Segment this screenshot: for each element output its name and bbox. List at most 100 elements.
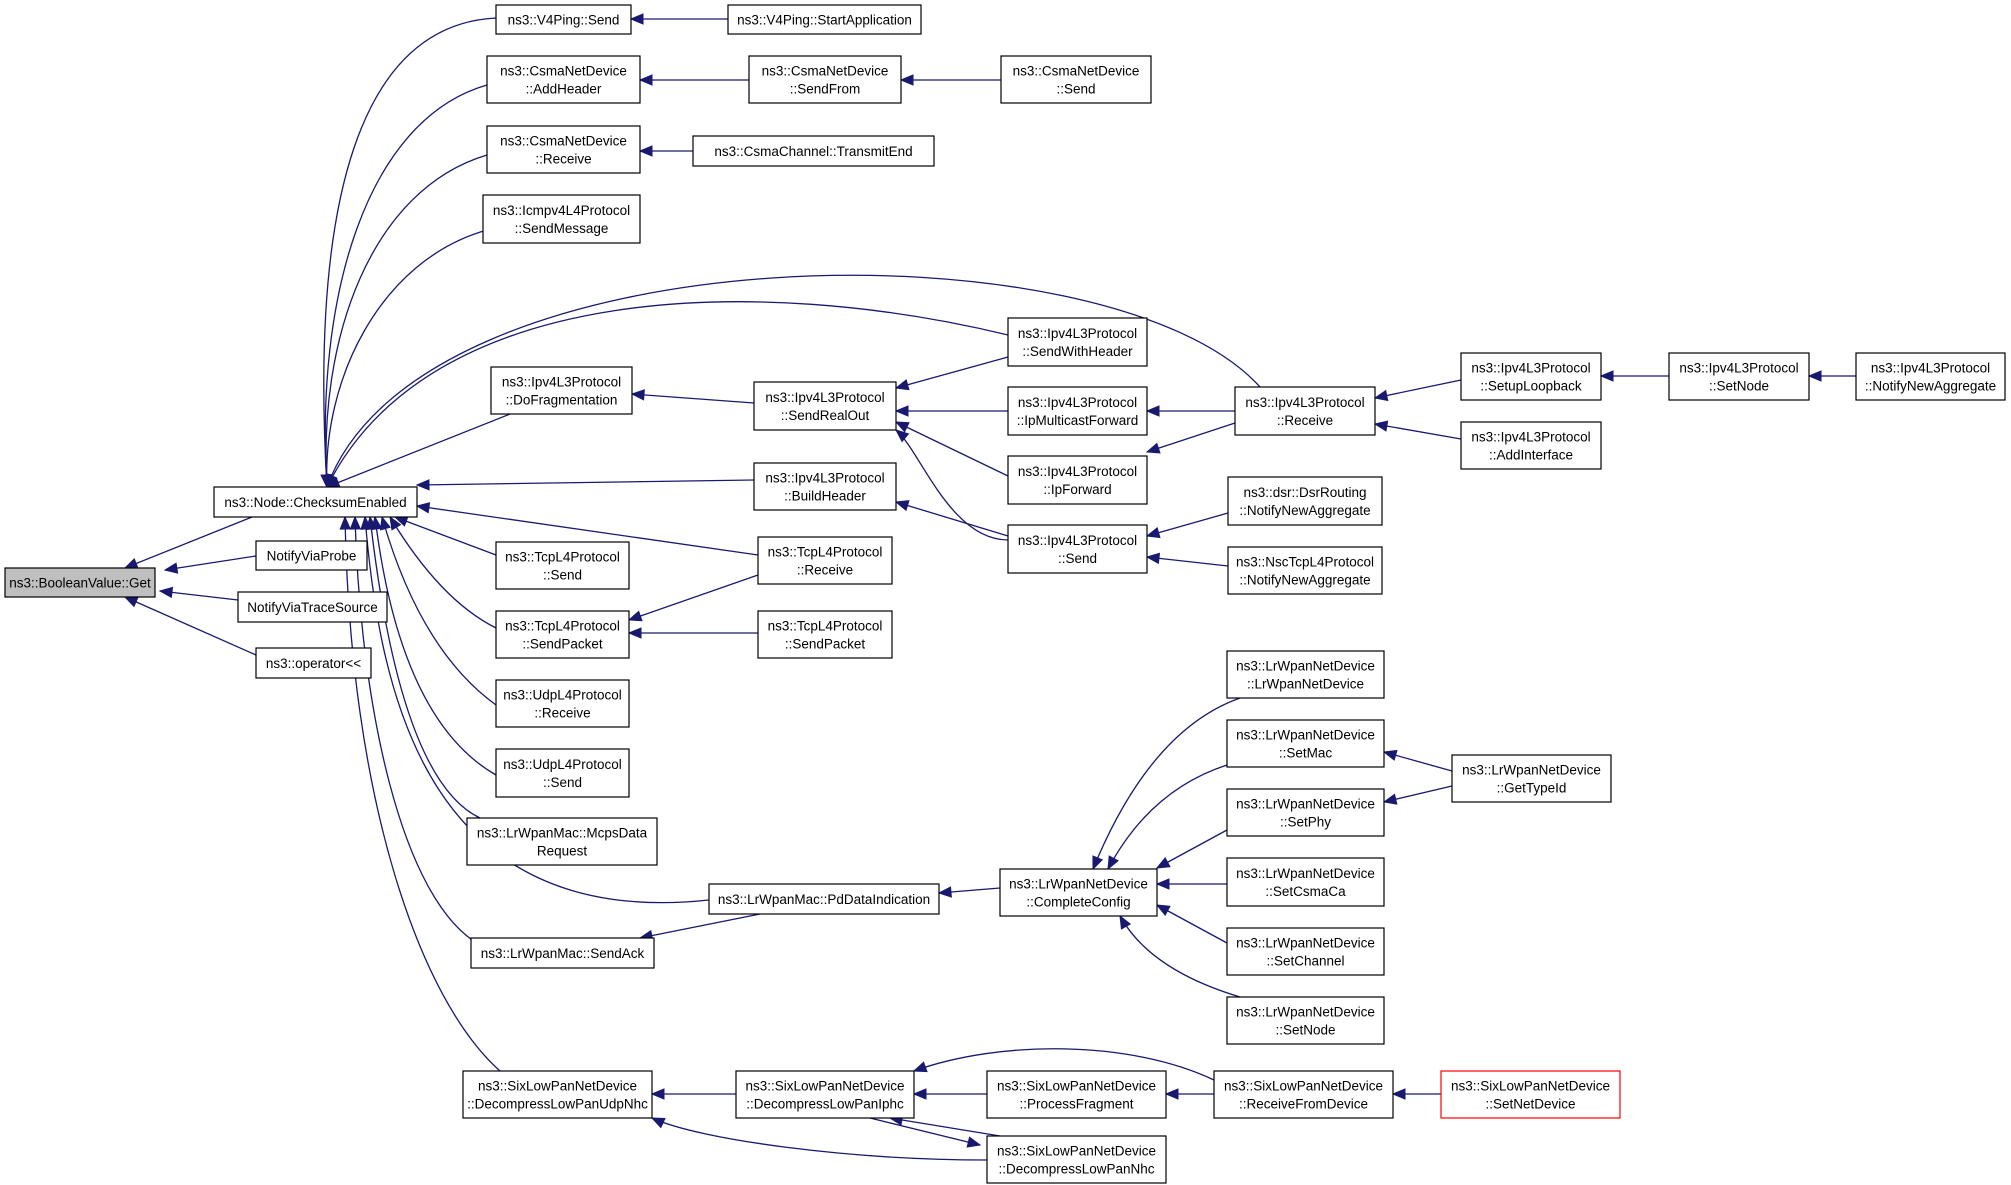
edge-ipv4_buildheader-to-checksum [415,479,755,491]
node-ipv4-ipforward[interactable]: ns3::Ipv4L3Protocol::IpForward [1007,455,1148,505]
node-label: ::ReceiveFromDevice [1239,1097,1368,1112]
node-ipv4-setnode[interactable]: ns3::Ipv4L3Protocol::SetNode [1668,352,1810,401]
node-lrdev-setchannel[interactable]: ns3::LrWpanNetDevice::SetChannel [1226,927,1385,976]
node-box [1227,546,1383,595]
node-udp-send[interactable]: ns3::UdpL4Protocol::Send [495,748,630,798]
node-label: ::LrWpanNetDevice [1247,677,1364,692]
node-checksum[interactable]: ns3::Node::ChecksumEnabled [213,486,418,518]
node-box [255,540,368,571]
node-ipv4-send[interactable]: ns3::Ipv4L3Protocol::Send [1007,524,1148,574]
node-udp-receive[interactable]: ns3::UdpL4Protocol::Receive [495,679,630,728]
node-notifyprobe[interactable]: NotifyViaProbe [255,540,368,571]
node-label: ns3::Node::ChecksumEnabled [224,495,406,510]
node-ipv4-addinterface[interactable]: ns3::Ipv4L3Protocol::AddInterface [1460,421,1602,470]
node-tcp-sendpacket2[interactable]: ns3::TcpL4Protocol::SendPacket [757,610,893,659]
edge-notifyprobe-to-root [163,555,257,574]
node-ipv4-notifynewagg[interactable]: ns3::Ipv4L3Protocol::NotifyNewAggregate [1855,352,2006,401]
node-operator[interactable]: ns3::operator<< [255,647,372,679]
node-label: ::Send [543,775,582,790]
node-v4ping-send[interactable]: ns3::V4Ping::Send [495,4,632,35]
node-tcp-receive[interactable]: ns3::TcpL4Protocol::Receive [757,536,893,585]
node-ipv4-dofrag[interactable]: ns3::Ipv4L3Protocol::DoFragmentation [490,366,633,415]
node-label: ::IpForward [1043,482,1111,497]
node-lrdev-complete[interactable]: ns3::LrWpanNetDevice::CompleteConfig [999,868,1158,917]
node-root[interactable]: ns3::BooleanValue::Get [4,567,156,598]
node-lrdev-gettypeid[interactable]: ns3::LrWpanNetDevice::GetTypeId [1451,754,1612,803]
node-lrdev-setcsmaca[interactable]: ns3::LrWpanNetDevice::SetCsmaCa [1226,857,1385,907]
node-csma-send[interactable]: ns3::CsmaNetDevice::Send [1000,55,1152,104]
node-six-setnetdev[interactable]: ns3::SixLowPanNetDevice::SetNetDevice [1440,1070,1621,1119]
edge-ipv4_setuploopback-to-ipv4_receive [1373,379,1462,402]
node-ipv4-buildheader[interactable]: ns3::Ipv4L3Protocol::BuildHeader [753,462,897,511]
node-label: ::SetPhy [1280,815,1331,830]
node-csmachannel-tx[interactable]: ns3::CsmaChannel::TransmitEnd [692,135,935,167]
node-label: ns3::SixLowPanNetDevice [478,1079,637,1094]
node-csma-receive[interactable]: ns3::CsmaNetDevice::Receive [486,125,641,174]
node-csma-sendfrom[interactable]: ns3::CsmaNetDevice::SendFrom [748,55,902,104]
edge-tcp_receive-to-checksum [415,502,759,556]
node-label: ns3::V4Ping::StartApplication [737,13,912,28]
node-box [495,679,630,728]
node-icmp-sendmsg[interactable]: ns3::Icmpv4L4Protocol::SendMessage [482,194,641,244]
node-ipv4-setuploopback[interactable]: ns3::Ipv4L3Protocol::SetupLoopback [1460,352,1602,401]
edge-lrdev_gettypeid-to-lrdev_setmac [1382,749,1453,772]
node-notifytrace[interactable]: NotifyViaTraceSource [237,591,388,623]
node-six-udpnhc[interactable]: ns3::SixLowPanNetDevice::DecompressLowPa… [462,1070,653,1119]
node-box [757,610,893,659]
node-label: ::Send [543,568,582,583]
edge-notifytrace-to-root [158,586,239,601]
node-box [1226,927,1385,976]
node-label: ns3::Ipv4L3Protocol [1871,361,1990,376]
node-six-iphc[interactable]: ns3::SixLowPanNetDevice::DecompressLowPa… [735,1070,915,1119]
node-box [1440,1070,1621,1119]
edge-checksum-to-root [123,516,253,569]
edge-ipv4_sendwithheader-to-checksum [326,301,1009,489]
node-label: ns3::SixLowPanNetDevice [997,1144,1156,1159]
node-v4ping-start[interactable]: ns3::V4Ping::StartApplication [727,4,922,35]
node-label: ::DecompressLowPanNhc [998,1162,1154,1177]
node-label: ns3::SixLowPanNetDevice [1224,1079,1383,1094]
node-label: ::SetMac [1279,746,1333,761]
edge-ipv4_setnode-to-ipv4_setuploopback [1599,370,1669,382]
node-box [1460,352,1602,401]
node-tcp-send[interactable]: ns3::TcpL4Protocol::Send [495,541,630,590]
edge-six_udpnhc-to-checksum [339,515,501,1072]
node-label: ns3::LrWpanNetDevice [1236,1005,1375,1020]
edge-ipv4_ipforward-to-ipv4_sendrealout [894,421,1009,477]
node-ipv4-receive[interactable]: ns3::Ipv4L3Protocol::Receive [1234,386,1376,436]
node-ipv4-ipmulticast[interactable]: ns3::Ipv4L3Protocol::IpMulticastForward [1007,386,1148,436]
node-label: ::NotifyNewAggregate [1239,503,1370,518]
node-six-procfrag[interactable]: ns3::SixLowPanNetDevice::ProcessFragment [986,1070,1167,1119]
edge-tcp_send-to-checksum [393,516,497,556]
node-label: ns3::dsr::DsrRouting [1243,485,1366,500]
node-label: ns3::Icmpv4L4Protocol [493,203,630,218]
node-lrdev-setphy[interactable]: ns3::LrWpanNetDevice::SetPhy [1226,788,1385,837]
node-label: ns3::Ipv4L3Protocol [1018,533,1137,548]
node-lrdev-setmac[interactable]: ns3::LrWpanNetDevice::SetMac [1226,719,1385,768]
node-csma-addheader[interactable]: ns3::CsmaNetDevice::AddHeader [486,55,641,104]
node-label: NotifyViaTraceSource [247,600,378,615]
node-six-nhc[interactable]: ns3::SixLowPanNetDevice::DecompressLowPa… [986,1135,1167,1184]
node-ipv4-sendwithheader[interactable]: ns3::Ipv4L3Protocol::SendWithHeader [1007,317,1148,367]
node-six-recvfrom[interactable]: ns3::SixLowPanNetDevice::ReceiveFromDevi… [1213,1070,1394,1119]
edge-lrdev_setchannel-to-lrdev_complete [1155,904,1228,944]
node-label: ::DoFragmentation [506,393,618,408]
node-box [1007,317,1148,367]
node-box [213,486,418,518]
node-label: ns3::operator<< [266,656,361,671]
node-box [490,366,633,415]
node-tcp-sendpacket[interactable]: ns3::TcpL4Protocol::SendPacket [495,610,630,659]
node-lrmac-pdind[interactable]: ns3::LrWpanMac::PdDataIndication [708,883,940,915]
node-nsctcp-notify[interactable]: ns3::NscTcpL4Protocol::NotifyNewAggregat… [1227,546,1383,595]
edge-ipv4_send-to-ipv4_buildheader [894,500,1009,537]
node-dsr-notify[interactable]: ns3::dsr::DsrRouting::NotifyNewAggregate [1227,476,1383,526]
node-lrmac-sendack[interactable]: ns3::LrWpanMac::SendAck [470,937,655,969]
node-ipv4-sendrealout[interactable]: ns3::Ipv4L3Protocol::SendRealOut [753,381,897,431]
node-box [1226,719,1385,768]
node-label: ::ProcessFragment [1019,1097,1133,1112]
node-lrdev-ctor[interactable]: ns3::LrWpanNetDevice::LrWpanNetDevice [1226,650,1385,699]
node-lrdev-setnode[interactable]: ns3::LrWpanNetDevice::SetNode [1226,996,1385,1045]
edge-lrdev_setphy-to-lrdev_complete [1155,829,1228,869]
node-box [462,1070,653,1119]
